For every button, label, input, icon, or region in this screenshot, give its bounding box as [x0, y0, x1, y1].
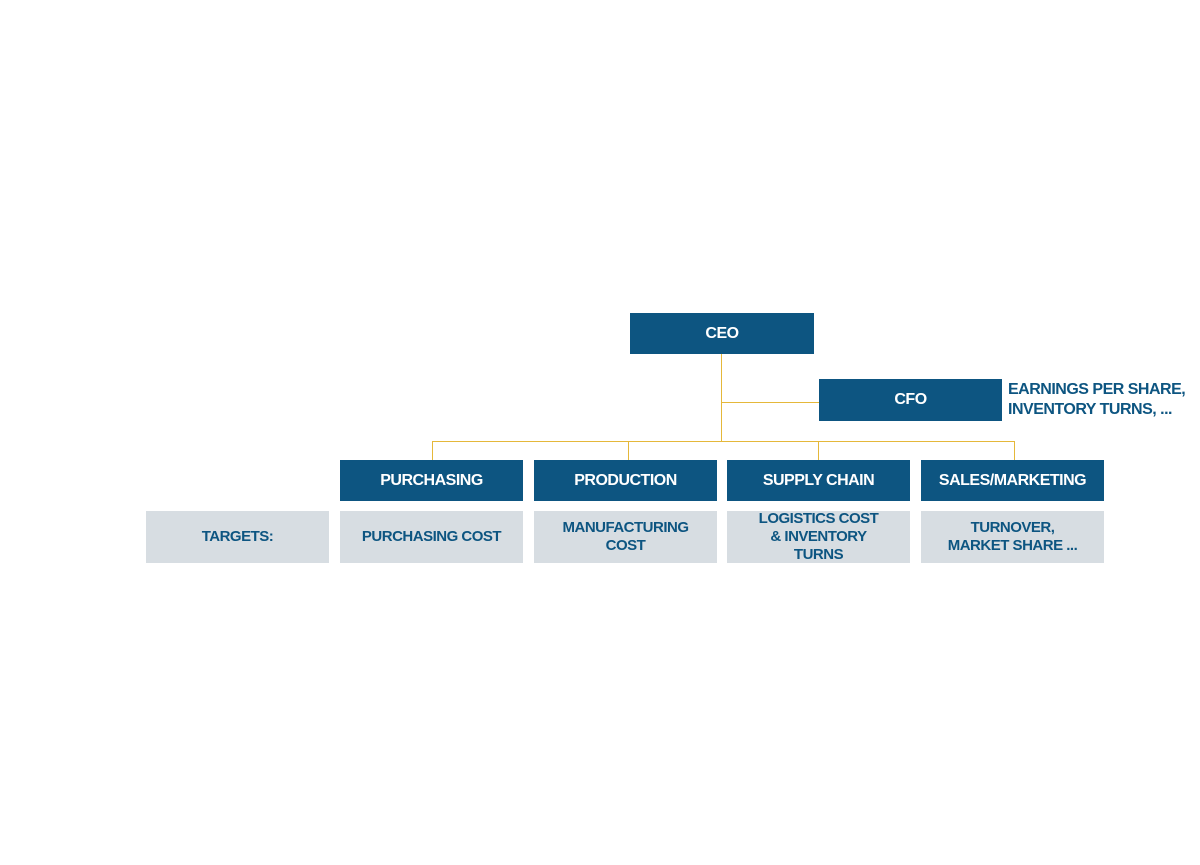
cfo-note-line-2: INVENTORY TURNS, ... — [1008, 401, 1172, 418]
department-box-supply-chain: SUPPLY CHAIN — [727, 460, 910, 501]
department-label: PRODUCTION — [574, 471, 677, 489]
cfo-box: CFO — [819, 379, 1002, 421]
target-text: PURCHASING COST — [361, 528, 502, 545]
cfo-label: CFO — [894, 391, 927, 408]
connector-drop-supply-chain — [818, 441, 819, 460]
target-box-production: MANUFACTURING COST — [534, 511, 717, 563]
target-box-sales-marketing: TURNOVER, MARKET SHARE ... — [921, 511, 1104, 563]
department-label: SUPPLY CHAIN — [762, 471, 875, 489]
connector-cfo-branch — [721, 402, 819, 403]
connector-drop-production — [628, 441, 629, 460]
department-box-purchasing: PURCHASING — [340, 460, 523, 501]
targets-label: TARGETS: — [201, 528, 274, 545]
target-text: TURNOVER, MARKET SHARE ... — [947, 519, 1078, 554]
department-label: SALES/MARKETING — [938, 471, 1087, 489]
connector-ceo-trunk — [721, 354, 722, 441]
target-box-supply-chain: LOGISTICS COST & INVENTORY TURNS — [727, 510, 910, 563]
ceo-box: CEO — [630, 313, 814, 354]
connector-drop-purchasing — [432, 441, 433, 460]
target-text: MANUFACTURING COST — [562, 519, 690, 554]
department-label: PURCHASING — [380, 471, 483, 489]
ceo-label: CEO — [705, 324, 739, 342]
target-text: LOGISTICS COST & INVENTORY TURNS — [758, 510, 879, 563]
cfo-note-line-1: EARNINGS PER SHARE, — [1008, 381, 1186, 398]
connector-drop-sales-marketing — [1014, 441, 1015, 460]
target-box-purchasing: PURCHASING COST — [340, 511, 523, 563]
targets-label-box: TARGETS: — [146, 511, 329, 563]
cfo-targets-note: EARNINGS PER SHARE, INVENTORY TURNS, ... — [1008, 380, 1186, 420]
department-box-production: PRODUCTION — [534, 460, 717, 501]
department-box-sales-marketing: SALES/MARKETING — [921, 460, 1104, 501]
connector-horizontal-bus — [432, 441, 1015, 442]
